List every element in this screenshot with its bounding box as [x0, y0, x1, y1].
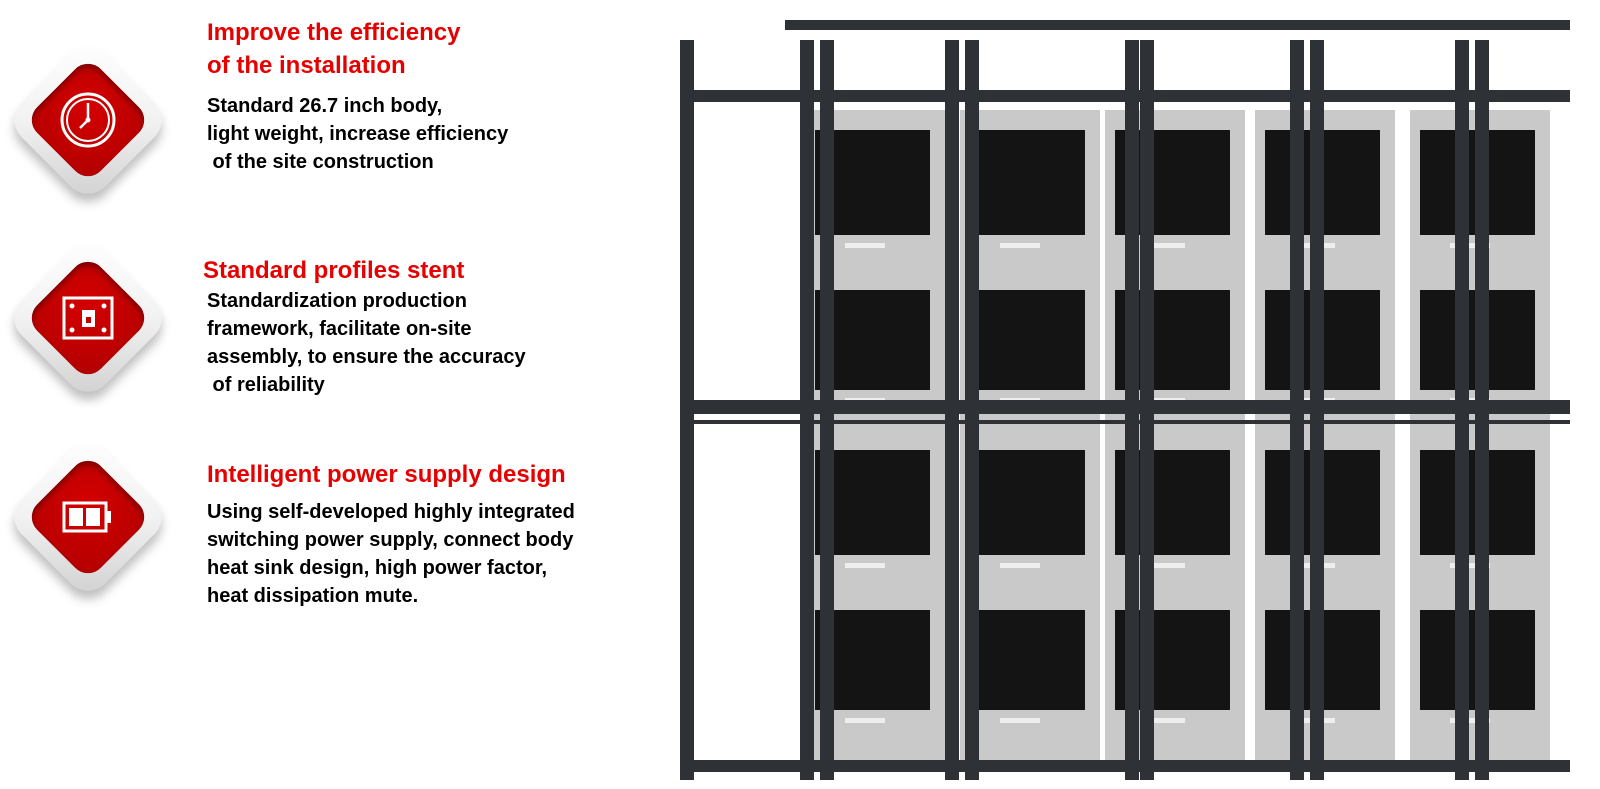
- led-cabinet: [970, 290, 1085, 390]
- cabinet-handle: [1145, 243, 1185, 248]
- frame-post: [1125, 40, 1139, 780]
- cabinet-handle: [1000, 563, 1040, 568]
- frame-post: [1290, 40, 1304, 780]
- cabinet-handle: [1145, 563, 1185, 568]
- led-cabinet: [815, 450, 930, 555]
- led-cabinet: [970, 130, 1085, 235]
- led-cabinet: [970, 610, 1085, 710]
- battery-icon: [62, 501, 111, 533]
- led-cabinet-rack-image: [680, 20, 1570, 780]
- clock-icon: [60, 92, 116, 148]
- frame-post: [820, 40, 834, 780]
- led-cabinet: [815, 130, 930, 235]
- cabinet-handle: [845, 243, 885, 248]
- frame-post: [1310, 40, 1324, 780]
- feature-title: Improve the efficiency of the installati…: [207, 19, 461, 79]
- frame-post: [965, 40, 979, 780]
- cabinet-handle: [845, 718, 885, 723]
- feature-title: Standard profiles stent: [203, 257, 465, 284]
- cabinet-handle: [1450, 718, 1490, 723]
- clock-badge: [3, 35, 173, 205]
- led-cabinet: [815, 290, 930, 390]
- frame-post: [1475, 40, 1489, 780]
- cabinet-handle: [1450, 563, 1490, 568]
- frame-panel-icon: [62, 296, 114, 340]
- feature-description: Standard 26.7 inch body, light weight, i…: [207, 95, 509, 173]
- led-cabinet: [815, 610, 930, 710]
- frame-post: [800, 40, 814, 780]
- frame-top-beam: [785, 20, 1570, 30]
- frame-badge: [3, 233, 173, 403]
- feature-title: Intelligent power supply design: [207, 461, 566, 488]
- cabinet-handle: [845, 563, 885, 568]
- battery-badge: [3, 432, 173, 602]
- frame-post: [680, 40, 694, 780]
- feature-description: Using self-developed highly integrated s…: [207, 501, 575, 607]
- cabinet-handle: [1450, 243, 1490, 248]
- feature-description: Standardization production framework, fa…: [207, 290, 526, 396]
- cabinet-handle: [1000, 243, 1040, 248]
- cabinet-handle: [1145, 718, 1185, 723]
- frame-post: [1455, 40, 1469, 780]
- frame-post: [945, 40, 959, 780]
- led-cabinet: [970, 450, 1085, 555]
- cabinet-handle: [1000, 718, 1040, 723]
- frame-post: [1140, 40, 1154, 780]
